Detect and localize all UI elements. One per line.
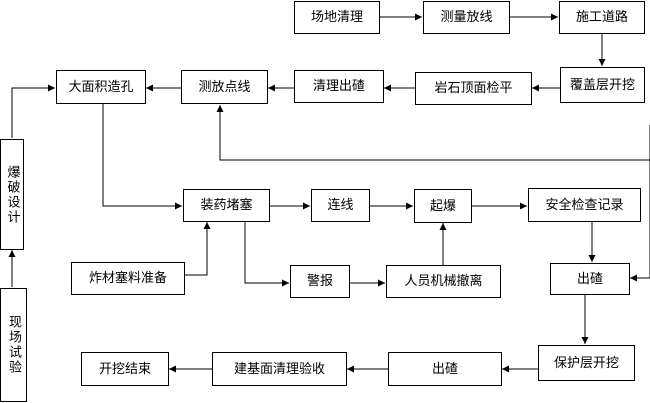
node-construction-road: 施工道路 xyxy=(559,1,645,34)
node-overburden-excavation: 覆盖层开挖 xyxy=(560,67,645,103)
node-charging-stemming: 装药堵塞 xyxy=(183,189,270,222)
node-explosive-materials: 炸材塞料准备 xyxy=(71,262,185,295)
node-connect-wires: 连线 xyxy=(311,189,370,222)
arrow-design-to-drilling xyxy=(11,84,55,138)
node-alarm: 警报 xyxy=(290,265,350,298)
node-muck-out-2: 出碴 xyxy=(550,263,630,295)
node-survey-points: 测放点线 xyxy=(181,70,268,104)
node-survey-layout: 测量放线 xyxy=(423,1,510,34)
arrow-materials-to-charging xyxy=(185,222,211,276)
node-evacuation: 人员机械撤离 xyxy=(386,265,501,298)
node-protective-layer-excavation: 保护层开挖 xyxy=(538,345,635,381)
node-rock-surface-leveling: 岩石顶面检平 xyxy=(415,72,532,105)
node-excavation-end: 开挖结束 xyxy=(81,352,169,386)
node-muck-out-3: 出碴 xyxy=(388,352,502,386)
arrow-drilling-to-charging xyxy=(102,104,182,210)
node-field-test: 现场试验 xyxy=(0,288,27,402)
node-clear-muck-1: 清理出碴 xyxy=(294,70,384,103)
arrow-charging-to-alarm xyxy=(244,222,289,287)
node-blast-design: 爆破设计 xyxy=(0,139,24,250)
node-foundation-acceptance: 建基面清理验收 xyxy=(212,352,347,386)
node-site-clearing: 场地清理 xyxy=(294,1,380,34)
node-large-area-drilling: 大面积造孔 xyxy=(56,70,146,104)
arrow-feedback-to-points xyxy=(216,105,650,161)
node-safety-check: 安全检查记录 xyxy=(528,188,641,222)
node-detonation: 起爆 xyxy=(414,189,472,223)
